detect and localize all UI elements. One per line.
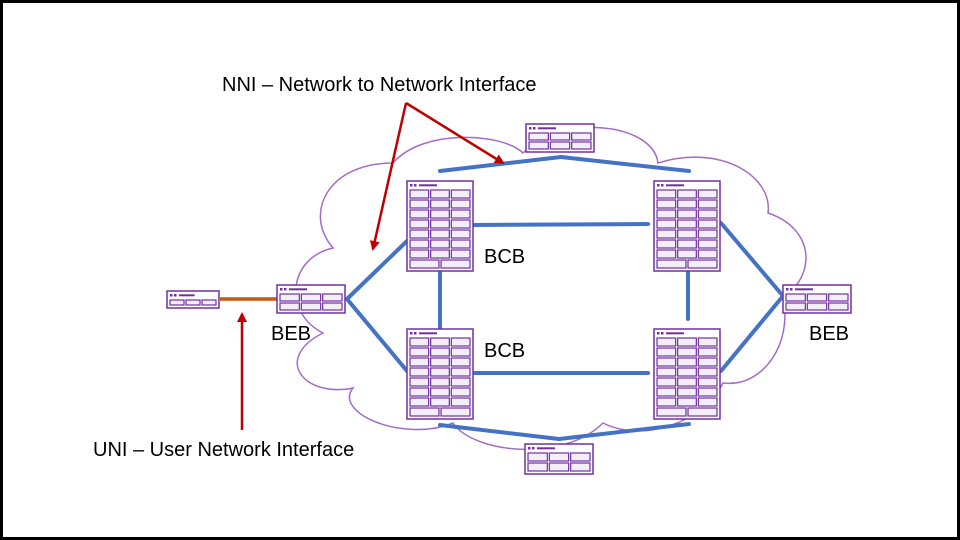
nni-arrow-right — [405, 101, 505, 165]
network-cloud — [295, 126, 807, 450]
link-bcb-bottom-right-to-beb-right — [719, 294, 785, 373]
bcb-switch-bottom-right — [653, 328, 721, 420]
nni-label: NNI – Network to Network Interface — [222, 74, 537, 96]
switch-bottom — [524, 443, 594, 475]
beb-switch-right — [782, 284, 852, 314]
link-beb-left-to-bcb-bottom — [345, 297, 409, 373]
beb-left-label: BEB — [271, 323, 312, 345]
bcb-switch-bottom-left — [406, 328, 474, 420]
backbone-links — [345, 155, 785, 441]
bcb-switch-top-left — [406, 180, 474, 272]
nni-arrows — [369, 101, 505, 251]
nni-arrow-left — [369, 102, 408, 251]
link-bottom-left-bottom — [438, 423, 561, 441]
link-bcb-top-right-to-beb-right — [719, 221, 785, 298]
switch-top — [525, 123, 595, 153]
bcb-bottom-label: BCB — [484, 340, 526, 362]
customer-device — [166, 290, 220, 309]
beb-right-label: BEB — [809, 323, 850, 345]
link-top-left-top — [438, 155, 563, 173]
link-bottom-right-bottom — [557, 422, 691, 441]
network-diagram — [166, 101, 852, 475]
uni-label: UNI – User Network Interface — [93, 439, 355, 461]
link-top-right-top — [559, 155, 691, 173]
link-beb-left-to-bcb-top — [345, 239, 409, 301]
bcb-top-label: BCB — [484, 246, 526, 268]
bcb-switch-top-right — [653, 180, 721, 272]
beb-switch-left — [276, 284, 346, 314]
link-bcb-top-horizontal — [471, 222, 650, 227]
